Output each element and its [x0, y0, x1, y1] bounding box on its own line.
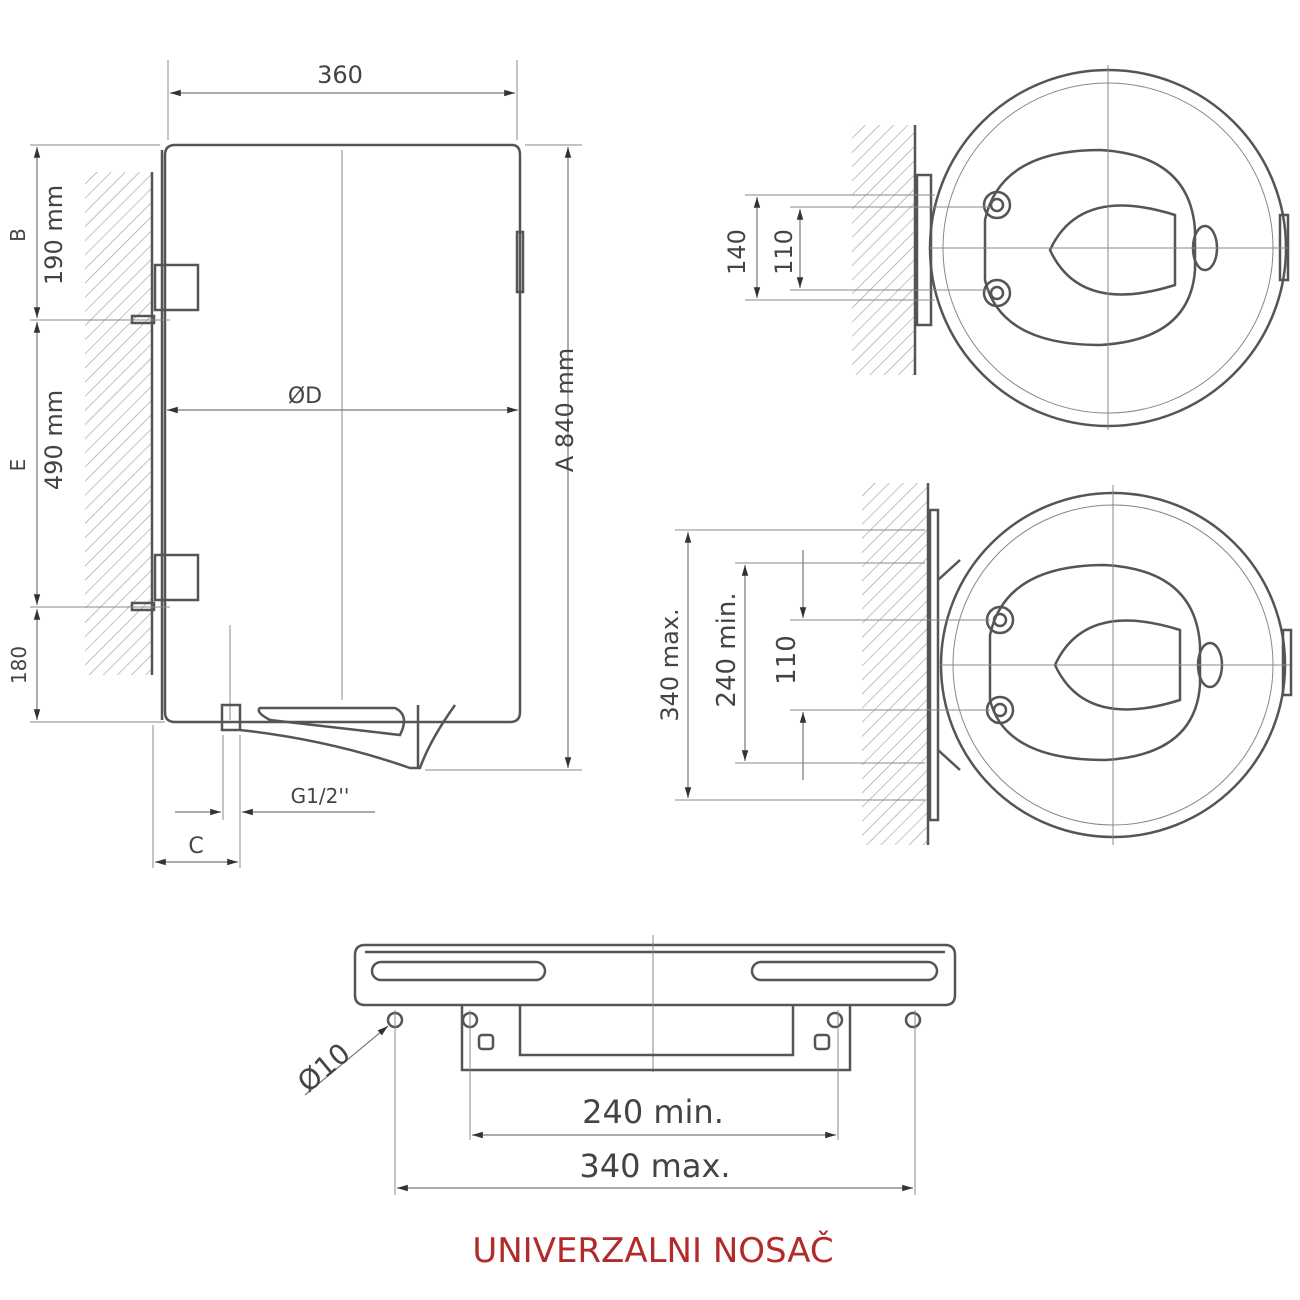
min-dim: 240 min.	[712, 592, 742, 707]
max-label: 340 max.	[579, 1147, 730, 1185]
pipe-upper	[982, 190, 1012, 220]
hole-label: Ø10	[291, 1037, 356, 1099]
inner-dim: 110	[770, 229, 798, 275]
bottom-offset-value: 180	[7, 646, 31, 684]
pipe-thread-label: G1/2''	[291, 784, 350, 808]
max-dim: 340 max.	[656, 608, 684, 721]
top-view-universal: 340 max. 240 min. 110	[656, 483, 1293, 845]
height-label: A 840 mm	[551, 348, 579, 472]
min-label: 240 min.	[582, 1093, 724, 1131]
bracket-spacing-letter: E	[6, 459, 30, 472]
pipe-lower	[982, 278, 1012, 308]
width-label: 360	[317, 61, 363, 89]
universal-bracket: Ø10 240 min. 340 max.	[291, 935, 957, 1195]
top-offset-letter: B	[6, 228, 30, 242]
pipe-dim: 110	[772, 635, 802, 685]
top-offset-value: 190 mm	[40, 185, 68, 285]
drawing-title: UNIVERZALNI NOSAČ	[472, 1230, 833, 1271]
top-view-small: 140 110	[723, 65, 1290, 430]
lower-bracket	[153, 553, 200, 602]
diameter-label: ØD	[288, 384, 322, 409]
pipe-offset-letter: C	[188, 834, 203, 859]
side-view: 360 ØD A 840 mm B 190 mm E 490 mm 180 G1…	[6, 60, 582, 868]
bracket-spacing-value: 490 mm	[40, 390, 68, 490]
upper-bracket	[153, 263, 200, 312]
outer-dim: 140	[723, 229, 751, 275]
tank-body	[163, 143, 522, 724]
wall-hatch	[85, 172, 152, 675]
